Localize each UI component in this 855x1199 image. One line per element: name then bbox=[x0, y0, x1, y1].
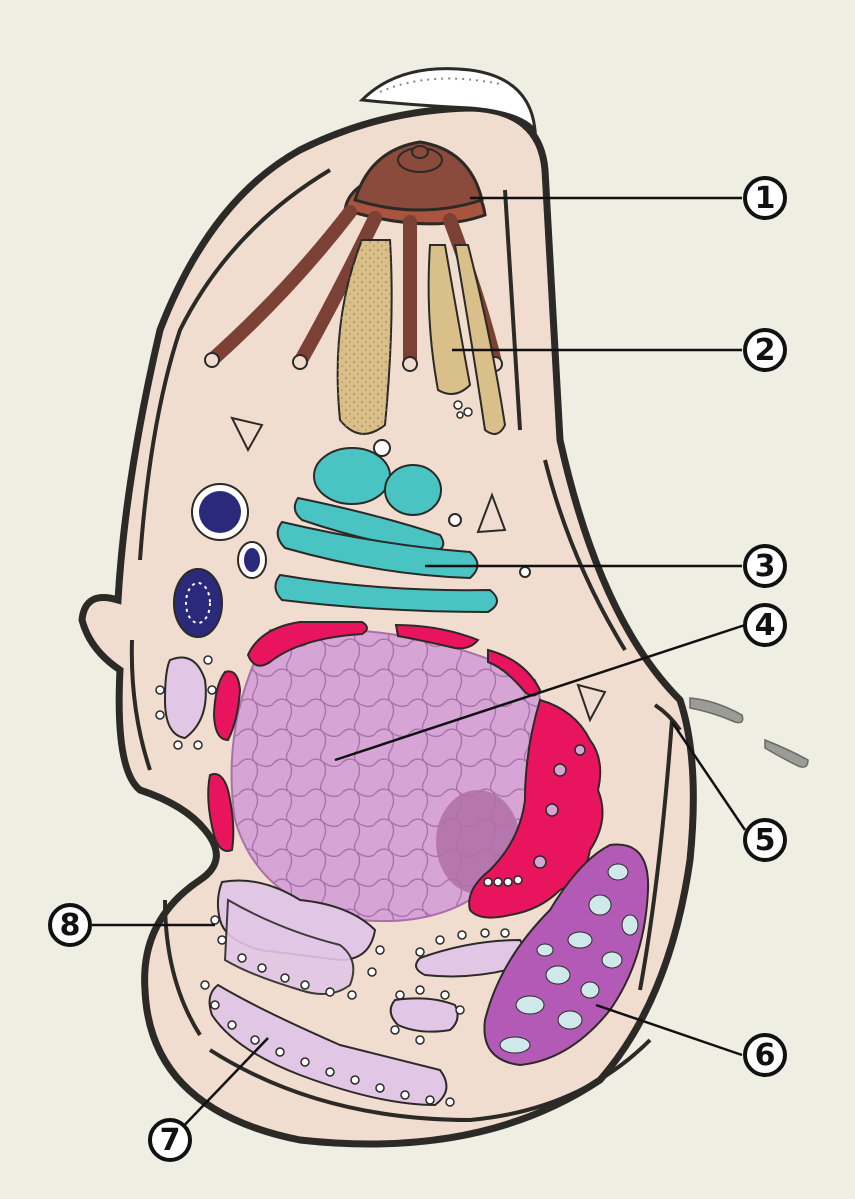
crista bbox=[581, 982, 599, 998]
ribosome bbox=[401, 1091, 409, 1099]
nuclear-pore bbox=[546, 804, 558, 816]
ribosome bbox=[201, 981, 209, 989]
ribosome bbox=[514, 876, 522, 884]
golgi-vesicle bbox=[314, 448, 390, 504]
ribosome bbox=[326, 988, 334, 996]
ribosome bbox=[351, 1076, 359, 1084]
nuclear-pore bbox=[554, 764, 566, 776]
ribosome bbox=[238, 954, 246, 962]
crista bbox=[546, 966, 570, 984]
ribosome bbox=[504, 878, 512, 886]
ribosome bbox=[194, 741, 202, 749]
ribosome bbox=[204, 656, 212, 664]
ribosome bbox=[458, 931, 466, 939]
ribosome bbox=[326, 1068, 334, 1076]
crista bbox=[537, 944, 553, 956]
callout-endoplasmic-reticulum: 7 bbox=[150, 1120, 190, 1160]
dense-granule bbox=[244, 548, 260, 572]
vesicle bbox=[454, 401, 462, 409]
vesicle bbox=[520, 567, 530, 577]
crista bbox=[622, 915, 638, 935]
ribosome bbox=[484, 878, 492, 886]
ribosome bbox=[208, 686, 216, 694]
nuclear-pore bbox=[534, 856, 546, 868]
ribosome bbox=[348, 991, 356, 999]
ribosome bbox=[416, 1036, 424, 1044]
ribosome bbox=[156, 686, 164, 694]
ribosome bbox=[218, 936, 226, 944]
fragment bbox=[765, 740, 808, 767]
ribosome bbox=[396, 991, 404, 999]
ribosome bbox=[174, 741, 182, 749]
ribosome bbox=[416, 986, 424, 994]
conoid-tip bbox=[412, 146, 428, 158]
golgi-vesicle bbox=[385, 465, 441, 515]
ribosome bbox=[376, 1084, 384, 1092]
ribosome bbox=[301, 981, 309, 989]
callout-nucleus: 4 bbox=[745, 605, 785, 645]
crista bbox=[589, 895, 611, 915]
ribosome bbox=[276, 1048, 284, 1056]
microtubule-end bbox=[293, 355, 307, 369]
crista bbox=[568, 932, 592, 948]
ribosome bbox=[481, 929, 489, 937]
vesicle bbox=[464, 408, 472, 416]
microtubule-end bbox=[403, 357, 417, 371]
callout-micropore: 5 bbox=[745, 820, 785, 860]
microtubule-end bbox=[205, 353, 219, 367]
crista bbox=[558, 1011, 582, 1029]
vesicle bbox=[449, 514, 461, 526]
callout-ribosomes: 8 bbox=[50, 905, 90, 945]
ribosome bbox=[494, 878, 502, 886]
callout-number: 8 bbox=[60, 908, 81, 943]
ribosome bbox=[441, 991, 449, 999]
ribosome bbox=[281, 974, 289, 982]
er-cisterna bbox=[391, 998, 458, 1031]
callout-mitochondrion: 6 bbox=[745, 1035, 785, 1075]
vesicle bbox=[457, 412, 463, 418]
fragment bbox=[690, 698, 743, 723]
dense-granule bbox=[199, 491, 241, 533]
callout-number: 2 bbox=[755, 333, 776, 368]
ribosome bbox=[456, 1006, 464, 1014]
crista bbox=[500, 1037, 530, 1053]
ribosome bbox=[301, 1058, 309, 1066]
ribosome bbox=[436, 936, 444, 944]
crista bbox=[602, 952, 622, 968]
ribosome bbox=[211, 916, 219, 924]
ribosome bbox=[251, 1036, 259, 1044]
callout-rhoptry: 2 bbox=[745, 330, 785, 370]
ribosome bbox=[211, 1001, 219, 1009]
callout-number: 1 bbox=[755, 181, 776, 216]
nuclear-pore bbox=[575, 745, 585, 755]
crista bbox=[608, 864, 628, 880]
crista bbox=[516, 996, 544, 1014]
ribosome bbox=[156, 711, 164, 719]
ribosome bbox=[368, 968, 376, 976]
callout-golgi: 3 bbox=[745, 546, 785, 586]
ribosome bbox=[426, 1096, 434, 1104]
ribosome bbox=[258, 964, 266, 972]
callout-number: 7 bbox=[160, 1123, 181, 1158]
ribosome bbox=[376, 946, 384, 954]
callout-number: 5 bbox=[755, 823, 776, 858]
callout-number: 6 bbox=[755, 1038, 776, 1073]
callout-number: 4 bbox=[755, 608, 776, 643]
callout-apical-complex: 1 bbox=[745, 178, 785, 218]
ribosome bbox=[501, 929, 509, 937]
ribosome bbox=[446, 1098, 454, 1106]
dense-granule bbox=[174, 569, 222, 637]
callout-number: 3 bbox=[755, 549, 776, 584]
ribosome bbox=[391, 1026, 399, 1034]
ribosome bbox=[416, 948, 424, 956]
ribosome bbox=[228, 1021, 236, 1029]
